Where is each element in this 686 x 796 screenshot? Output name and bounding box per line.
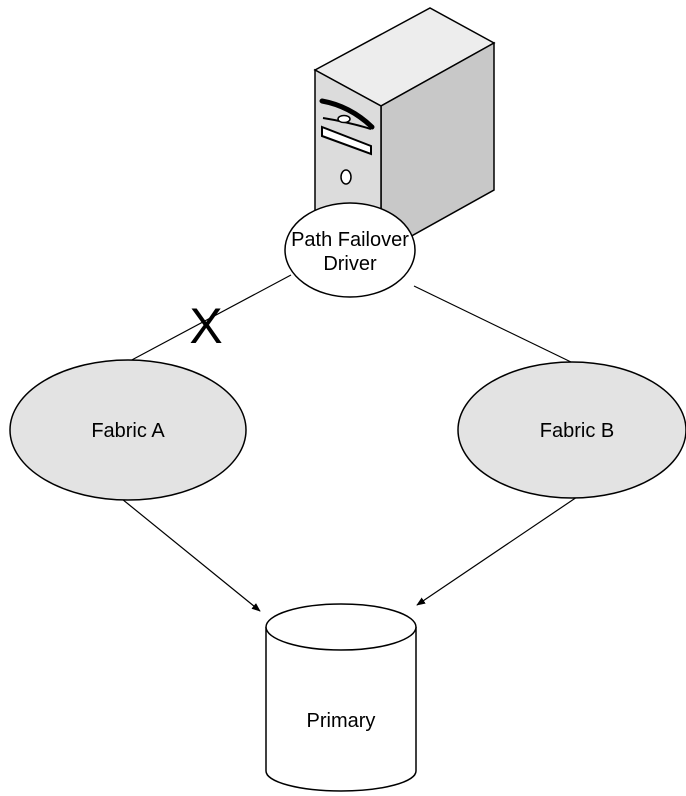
- fabric-a-label: Fabric A: [91, 420, 165, 442]
- path-line-to-fabric-b: [413, 285, 572, 363]
- fabric-b-label: Fabric B: [540, 420, 614, 442]
- path-line-to-fabric-a: [127, 274, 292, 363]
- drive-bay-slot: [321, 125, 372, 156]
- primary-storage-icon: [265, 603, 417, 792]
- driver-label-line2: Driver: [323, 253, 377, 275]
- cylinder-top: [265, 603, 417, 651]
- drive-bay-top: [319, 98, 375, 130]
- driver-label-line1: Path Failover: [291, 229, 409, 251]
- power-button-icon: [340, 169, 352, 185]
- primary-storage-label: Primary: [307, 710, 376, 732]
- failed-path-marker: X: [189, 298, 222, 354]
- fabric-a-node: [9, 359, 247, 501]
- cylinder-body: [265, 627, 417, 792]
- fabric-b-node: [457, 361, 686, 499]
- path-failover-driver-node: [284, 202, 416, 298]
- arrow-fabric-a-to-primary: [121, 498, 261, 612]
- arrow-fabric-b-to-primary: [416, 496, 578, 606]
- drive-bay-middle: [322, 117, 372, 130]
- drive-bay-button: [337, 114, 351, 124]
